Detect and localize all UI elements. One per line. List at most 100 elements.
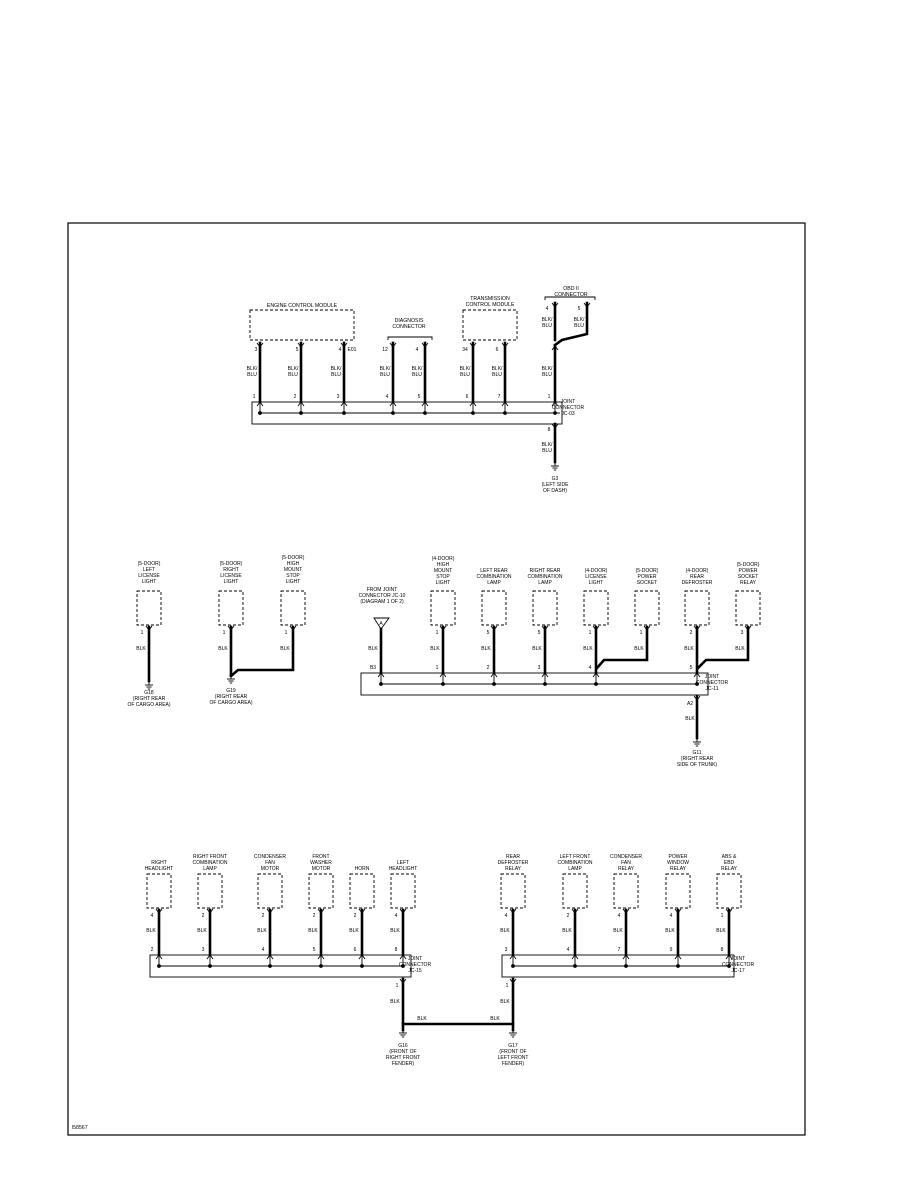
component-title-line: LAMP — [538, 580, 552, 586]
right-license-light-title-line: RIGHT — [223, 567, 239, 573]
component-title-line: SOCKET — [738, 574, 759, 580]
ecm-pin: 4 — [339, 347, 342, 353]
obd-wire — [553, 301, 589, 347]
wire-label: BLK — [197, 928, 207, 934]
splice-dot — [319, 964, 323, 968]
component-title-line: POWER — [638, 574, 657, 580]
component-title-line: ABS & — [722, 854, 737, 860]
hmsl-5door-title-line: LIGHT — [286, 579, 301, 585]
wire-label: BLK — [417, 1016, 427, 1022]
jc11-pin: 1 — [436, 665, 439, 671]
transmission-control-module-box — [462, 309, 518, 341]
joint-connector-jc11 — [360, 672, 709, 696]
ecm-wire-label-line: BLU — [247, 372, 257, 378]
splice-dot — [727, 964, 731, 968]
splice-dot — [573, 964, 577, 968]
wire-label: BLK — [390, 928, 400, 934]
joint-pin: 7 — [618, 947, 621, 953]
diag-wire-label-line: BLU — [412, 372, 422, 378]
component-box — [665, 873, 691, 909]
component-title-line: (4-DOOR) — [585, 568, 608, 574]
component-title-line: (4-DOOR) — [432, 556, 455, 562]
joint-pin: 3 — [202, 947, 205, 953]
component-box — [735, 590, 761, 626]
jc11-pin: 2 — [487, 665, 490, 671]
component-title-line: REAR — [690, 574, 704, 580]
figure-id: l58567 — [72, 1125, 88, 1131]
component-title-line: LIGHT — [589, 580, 604, 586]
splice-dot — [676, 964, 680, 968]
pin: 4 — [670, 913, 673, 919]
wire-label: BLK — [349, 928, 359, 934]
tcm-wire-label-line: BLU — [460, 372, 470, 378]
splice-dot — [423, 411, 427, 415]
ground-label-line: RIGHT FRONT — [386, 1055, 420, 1061]
component-title-line: EBD — [724, 860, 735, 866]
ecm-wire-label-line: BLU — [331, 372, 341, 378]
component-title-line: HIGH — [437, 562, 450, 568]
right-license-light-title-line: LICENSE — [220, 573, 242, 579]
component-title-line: RIGHT REAR — [530, 568, 561, 574]
wire-label: BLK — [481, 646, 491, 652]
jc11-pin: 3 — [538, 665, 541, 671]
diagnosis-connector-bracket — [387, 336, 433, 340]
joint-pin: 5 — [313, 947, 316, 953]
diag-pin: 4 — [416, 347, 419, 353]
jc11-pin: B3 — [370, 665, 376, 671]
obd-pin: 4 — [546, 306, 549, 312]
ecm-pin: 5 — [296, 347, 299, 353]
left-license-light-title-line: LICENSE — [138, 573, 160, 579]
splice-dot — [624, 964, 628, 968]
off-page-marker-label: A — [379, 621, 383, 627]
jc11-label-line: JOINT — [705, 674, 719, 680]
component-title-line: COMBINATION — [558, 860, 593, 866]
obd-wire-label-line: BLK/ — [542, 366, 553, 372]
pin: 1 — [285, 630, 288, 636]
component-title-line: MOUNT — [434, 568, 452, 574]
component-box — [583, 590, 609, 626]
wire-label: BLK — [218, 646, 228, 652]
wire-label: BLK — [665, 928, 675, 934]
component-title-line: COMBINATION — [528, 574, 563, 580]
jc03-pin: 8 — [548, 427, 551, 433]
wire-label: BLK — [500, 928, 510, 934]
component-box — [500, 873, 526, 909]
ground-g11-label-line: (RIGHT REAR — [681, 756, 714, 762]
jc03-pin: 4 — [386, 394, 389, 400]
splice-dot — [360, 964, 364, 968]
pin: 4 — [618, 913, 621, 919]
joint-pin: 6 — [354, 947, 357, 953]
ground-g3-label-line: G3 — [552, 476, 559, 482]
obd-wire-label-line: BLK/ — [542, 317, 553, 323]
wire-label: BLK — [684, 646, 694, 652]
pin: 1 — [436, 630, 439, 636]
diagnosis-connector-title-line: CONNECTOR — [392, 324, 426, 330]
component-title-line: (4-DOOR) — [686, 568, 709, 574]
component-title-line: FRONT — [312, 854, 329, 860]
tcm-wire-label-line: BLK/ — [460, 366, 471, 372]
joint-label-line: JOINT — [731, 956, 745, 962]
jc11-label-line: JC-11 — [706, 686, 719, 692]
left-license-light-title-line: LEFT — [143, 567, 155, 573]
joint-pin: 4 — [567, 947, 570, 953]
component-box — [430, 590, 456, 626]
left-license-light-box — [136, 590, 162, 626]
wire-label: BLK — [634, 646, 644, 652]
pin: 5 — [538, 630, 541, 636]
joint-label-line: JC-15 — [408, 968, 422, 974]
engine-control-module-box — [249, 309, 355, 341]
wire-label: BLK — [583, 646, 593, 652]
pin: 1 — [640, 630, 643, 636]
ground-label-line: (FRONT OF — [499, 1049, 526, 1055]
pin: 2 — [354, 913, 357, 919]
splice-dot — [268, 964, 272, 968]
ground-label-line: FENDER) — [502, 1061, 525, 1067]
wire-label: BLK — [136, 646, 146, 652]
from-joint-label-line: FROM JOINT — [367, 587, 398, 593]
wire-label: BLK — [735, 646, 745, 652]
joint-pin: 1 — [506, 983, 509, 989]
ground-label-line: G16 — [398, 1043, 408, 1049]
splice-dot — [157, 964, 161, 968]
component-box — [684, 590, 710, 626]
obd-pin: 5 — [578, 306, 581, 312]
